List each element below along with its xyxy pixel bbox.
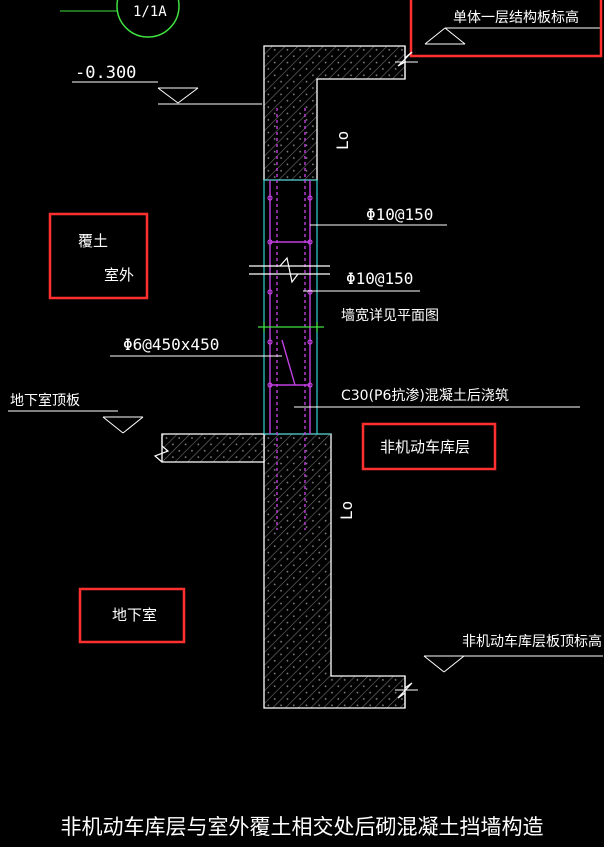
- lower-concrete-wall: [263, 433, 406, 709]
- highlight-soil: [48, 212, 149, 300]
- basement-label: 地下室: [112, 606, 157, 624]
- highlight-garage: [361, 422, 497, 471]
- soil-box: 覆土 室外: [48, 212, 149, 300]
- rebar-dots: [267, 195, 313, 388]
- break-symbol-left: [153, 434, 170, 463]
- wall-note-label: 墙宽详见平面图: [341, 307, 439, 324]
- rebar-1-label: Φ10@150: [366, 205, 433, 224]
- rebar-group: [269, 108, 311, 530]
- drawing-title: 非机动车库层与室外覆土相交处后砌混凝土挡墙构造: [61, 815, 544, 839]
- break-symbol-top: [397, 46, 413, 79]
- outdoor-label: 室外: [104, 266, 134, 284]
- post-cast-wall: [263, 179, 331, 435]
- axis-circle: [116, 0, 180, 38]
- axis-bubble: 1/1A: [60, 0, 180, 38]
- wall-break-symbol: [249, 256, 330, 284]
- basement-roof-label: 地下室顶板: [10, 392, 80, 409]
- lo-lower-label: Lo: [337, 501, 356, 520]
- top-level-marker: 单体一层结构板标高: [409, 0, 603, 58]
- upper-concrete-wall: [263, 45, 406, 181]
- basement-box: 地下室: [78, 587, 186, 644]
- highlight-basement: [78, 587, 186, 644]
- tie-label: Φ6@450x450: [123, 335, 219, 354]
- wall-width-dimension: [258, 322, 324, 332]
- elevation-marker: -0.300: [72, 63, 262, 105]
- garage-roof-marker: 非机动车库层板顶标高: [423, 633, 603, 673]
- lo-upper-label: Lo: [333, 131, 352, 150]
- soil-label: 覆土: [78, 232, 108, 250]
- garage-box: 非机动车库层: [361, 422, 497, 471]
- axis-label: 1/1A: [133, 4, 167, 20]
- basement-roof-slab: [161, 433, 265, 463]
- garage-roof-label: 非机动车库层板顶标高: [462, 633, 602, 650]
- basement-roof-marker: 地下室顶板: [8, 392, 144, 434]
- concrete-label: C30(P6抗渗)混凝土后浇筑: [341, 388, 509, 404]
- top-level-label: 单体一层结构板标高: [453, 9, 579, 26]
- garage-label: 非机动车库层: [380, 438, 470, 456]
- highlight-top-level: [409, 0, 603, 58]
- elevation-label: -0.300: [75, 63, 136, 83]
- rebar-2-label: Φ10@150: [346, 269, 413, 288]
